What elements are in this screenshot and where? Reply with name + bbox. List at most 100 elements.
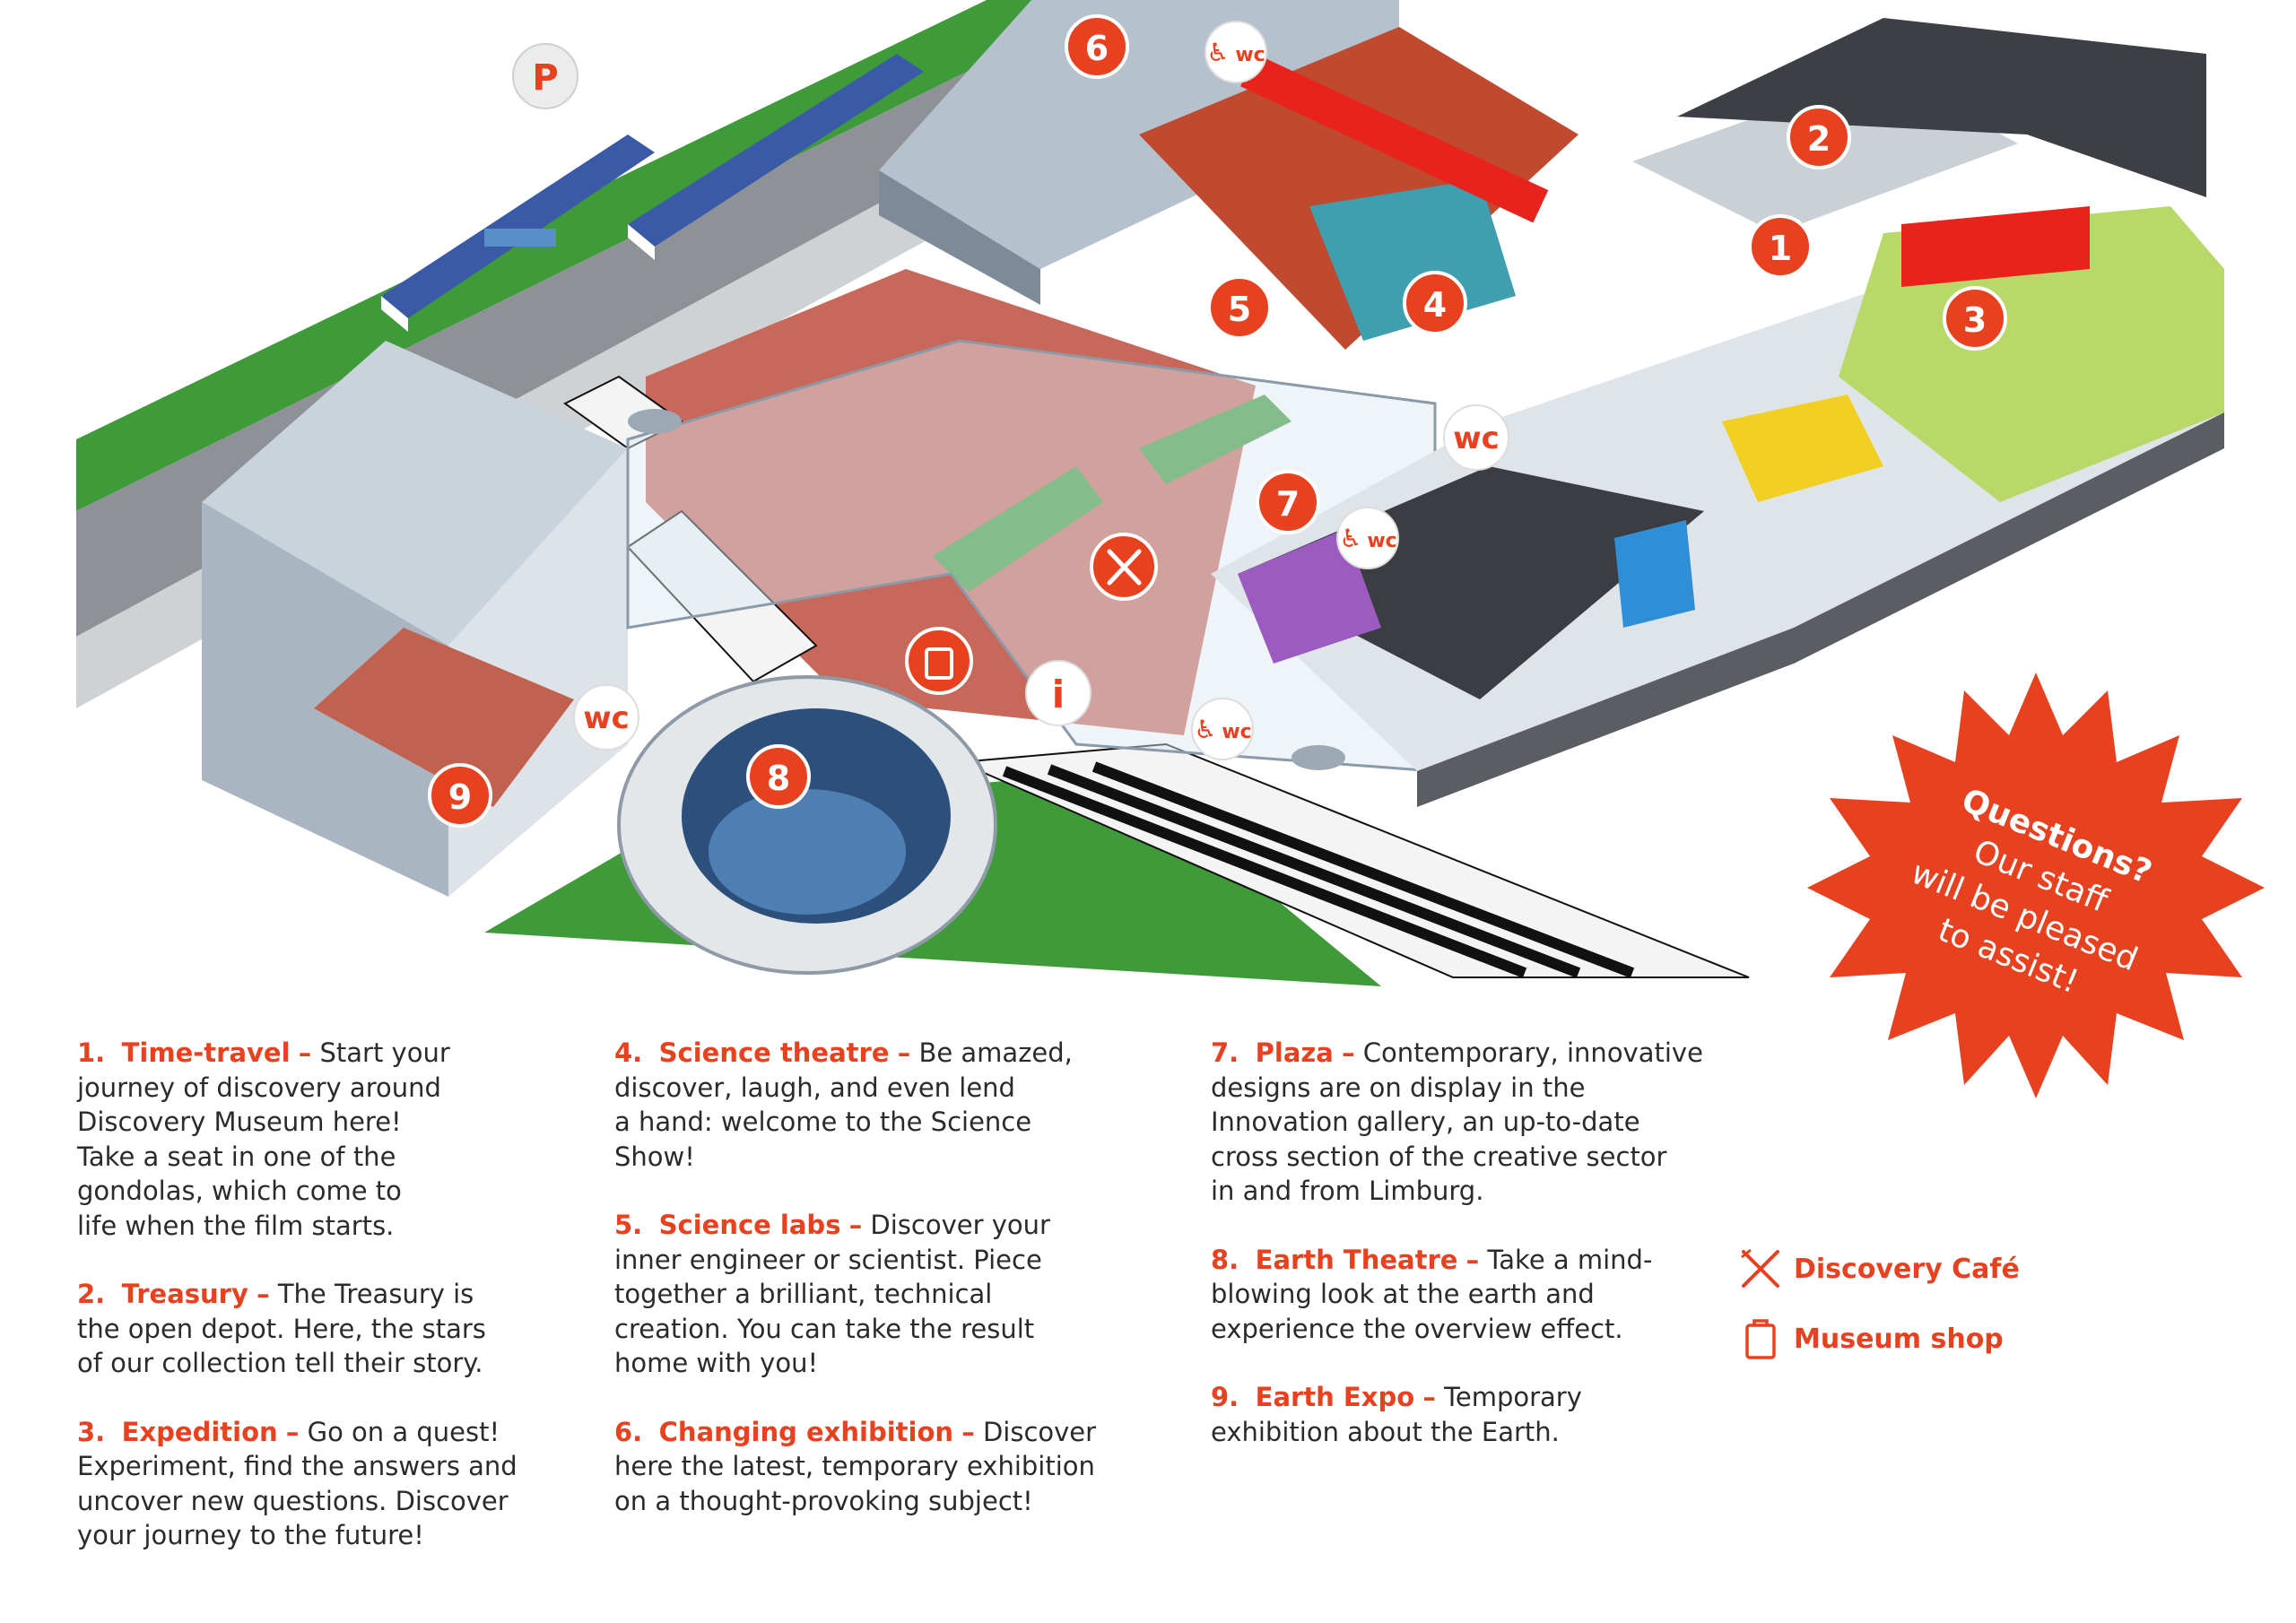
starburst-shape (1807, 673, 2265, 1098)
legend-title: Science theatre (658, 1037, 890, 1068)
wheelchair-icon: ♿ (1339, 524, 1361, 553)
cutlery-icon (1741, 1248, 1779, 1288)
gallery-purple (1238, 529, 1381, 664)
marker-5[interactable]: 5 (1207, 275, 1272, 340)
legend-desc: Be amazed, discover, laugh, and even len… (614, 1037, 1073, 1172)
legend-title: Earth Expo (1255, 1382, 1415, 1412)
facility-cafe: Discovery Café (1738, 1248, 2020, 1289)
marker-2[interactable]: 2 (1787, 105, 1851, 169)
accessible-wc-marker-top[interactable]: ♿ wc (1205, 21, 1267, 83)
glass-hall (626, 339, 1437, 773)
expedition-red-wall (1901, 206, 2090, 287)
legend-title: Time-travel (121, 1037, 291, 1068)
info-marker[interactable]: i (1025, 660, 1091, 726)
platform-shelter (484, 229, 556, 247)
entrance-turret-right (1292, 745, 1345, 770)
train-2 (628, 54, 924, 260)
marker-3-label: 3 (1963, 300, 1987, 340)
legend-item-4: 4. Science theatre – Be amazed, discover… (614, 1036, 1188, 1174)
plaza-floor (646, 269, 1256, 735)
legend-number: 2. (77, 1279, 106, 1309)
wheelchair-icon: ♿ (1206, 38, 1229, 67)
plaza-grass-1 (933, 466, 1103, 592)
legend-dash: – (257, 1279, 270, 1309)
earth-expo-interior (314, 628, 574, 807)
legend-desc: The Treasury is the open depot. Here, th… (77, 1279, 486, 1378)
marker-4-label: 4 (1423, 285, 1447, 325)
marker-7-label: 7 (1276, 484, 1300, 524)
marker-6-label: 6 (1085, 29, 1109, 68)
legend-column-3: 7. Plaza – Contemporary, innovative desi… (1211, 1036, 1731, 1483)
marker-4[interactable]: 4 (1403, 271, 1467, 335)
svg-text:wc: wc (1222, 721, 1251, 743)
legend-title: Science labs (658, 1210, 841, 1240)
entrance-turret-left (628, 409, 682, 434)
earth-globe-screen (709, 789, 906, 915)
legend-desc: Go on a quest! Experiment, find the answ… (77, 1416, 517, 1551)
legend-item-2: 2. Treasury – The Treasury is the open d… (77, 1277, 597, 1381)
shopping-bag-icon (1745, 1319, 1776, 1359)
legend-number: 4. (614, 1037, 643, 1068)
legend-dash: – (1342, 1037, 1355, 1068)
legend-number: 9. (1211, 1382, 1239, 1412)
svg-text:wc: wc (1453, 421, 1500, 456)
science-labs-block (1139, 27, 1578, 350)
legend-dash: – (897, 1037, 911, 1068)
info-icon: i (1052, 673, 1065, 716)
legend-title: Changing exhibition (658, 1416, 954, 1447)
exhibition-6-front (879, 170, 1040, 305)
legend-item-5: 5. Science labs – Discover your inner en… (614, 1208, 1188, 1381)
parking-marker[interactable]: P (512, 43, 578, 109)
svg-text:wc: wc (1367, 530, 1396, 552)
marker-3[interactable]: 3 (1943, 286, 2007, 351)
marker-6[interactable]: 6 (1065, 14, 1129, 79)
treasury-area (1677, 18, 2206, 197)
legend-item-3: 3. Expedition – Go on a quest! Experimen… (77, 1415, 597, 1553)
legend-number: 1. (77, 1037, 106, 1068)
legend-number: 5. (614, 1210, 643, 1240)
wheelchair-icon: ♿ (1194, 715, 1216, 744)
legend-desc: Discover your inner engineer or scientis… (614, 1210, 1050, 1378)
wc-marker-expo[interactable]: wc (573, 684, 639, 751)
earth-expo-roof (202, 341, 628, 646)
legend-dash: – (961, 1416, 975, 1447)
museum-map: P 1 2 3 4 5 6 7 8 9 wc wc (76, 0, 2224, 986)
marker-8-label: 8 (767, 759, 790, 798)
accessible-wc-marker-entrance[interactable]: ♿ wc (1191, 698, 1254, 760)
legend-item-6: 6. Changing exhibition – Discover here t… (614, 1415, 1188, 1519)
accessible-wc-marker-gallery[interactable]: ♿ wc (1336, 507, 1399, 569)
cafe-label: Discovery Café (1794, 1253, 2020, 1285)
shop-marker[interactable] (905, 627, 973, 695)
legend-desc: Discover here the latest, temporary exhi… (614, 1416, 1097, 1516)
marker-7[interactable]: 7 (1256, 470, 1320, 534)
legend-number: 6. (614, 1416, 643, 1447)
legend-desc: Start your journey of discovery around D… (77, 1037, 450, 1241)
shopping-bag-icon (925, 647, 953, 680)
legend-dash: – (298, 1037, 312, 1068)
marker-9[interactable]: 9 (428, 763, 492, 828)
legend-dash: – (848, 1210, 863, 1240)
legend-item-9: 9. Earth Expo – Temporary exhibition abo… (1211, 1380, 1731, 1449)
legend-item-7: 7. Plaza – Contemporary, innovative desi… (1211, 1036, 1731, 1209)
marker-1-label: 1 (1769, 229, 1792, 268)
cafe-marker[interactable] (1090, 533, 1158, 601)
legend-title: Treasury (121, 1279, 248, 1309)
legend-column-2: 4. Science theatre – Be amazed, discover… (614, 1036, 1188, 1552)
legend-title: Plaza (1255, 1037, 1334, 1068)
marker-1[interactable]: 1 (1748, 214, 1813, 279)
wc-marker-plaza[interactable]: wc (1443, 404, 1509, 471)
legend-desc: Contemporary, innovative designs are on … (1211, 1037, 1703, 1206)
right-wing-yellow (1722, 395, 1883, 502)
legend-desc: Temporary exhibition about the Earth. (1211, 1382, 1582, 1447)
marker-9-label: 9 (448, 777, 472, 817)
questions-callout: Questions? Our staff will be pleased to … (1807, 673, 2265, 1098)
right-wing-wall (1417, 412, 2224, 807)
marker-8[interactable]: 8 (746, 744, 811, 809)
svg-text:P: P (532, 57, 558, 99)
legend-number: 8. (1211, 1244, 1239, 1275)
train-1 (381, 135, 655, 332)
side-crosswalk (626, 509, 818, 683)
facility-shop: Museum shop (1738, 1316, 2004, 1361)
legend-dash: – (285, 1416, 300, 1447)
cutlery-icon (1107, 549, 1142, 586)
